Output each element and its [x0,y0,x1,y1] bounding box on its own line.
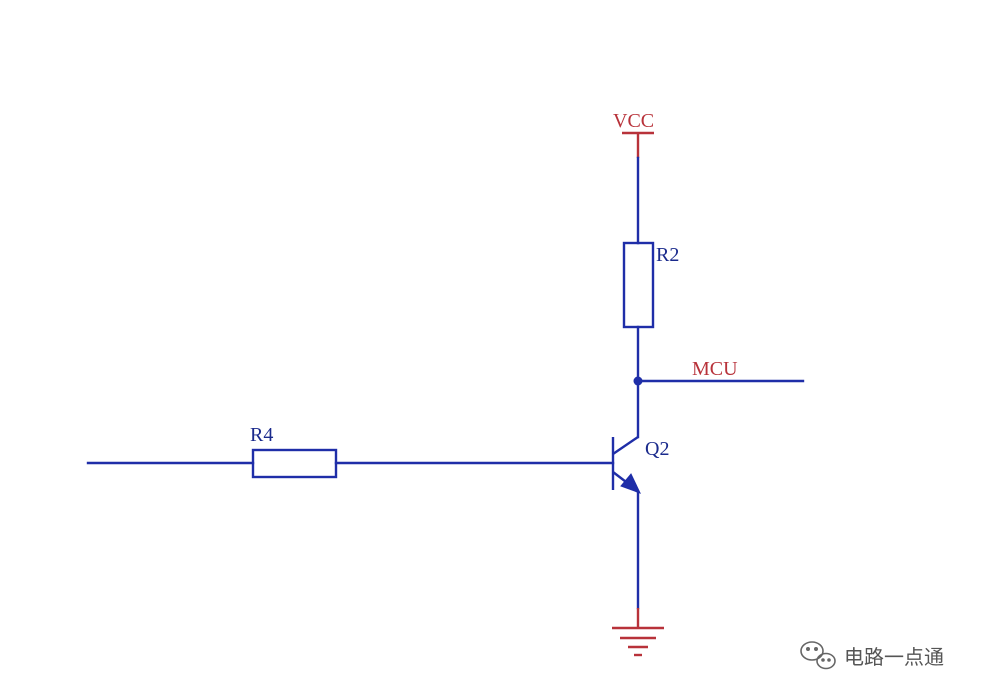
transistor-q2-emitter-arrow [620,473,641,494]
ground-symbol [612,608,664,657]
resistor-r2: R2 [622,241,679,329]
vcc-power-symbol: VCC [613,110,654,158]
vcc-label: VCC [613,110,654,132]
transistor-q2-label: Q2 [645,438,669,460]
transistor-q2-collector [612,436,639,455]
mcu-net-label: MCU [692,358,738,380]
wechat-icon [800,641,836,670]
resistor-r4-label: R4 [250,424,273,446]
resistor-r4-body [251,448,338,479]
resistor-r2-label: R2 [656,244,679,266]
resistor-r4: R4 [250,424,338,479]
watermark: 电路一点通 [800,641,944,670]
transistor-q2: Q2 [611,436,669,494]
resistor-r2-body [622,241,655,329]
watermark-text: 电路一点通 [844,645,944,669]
